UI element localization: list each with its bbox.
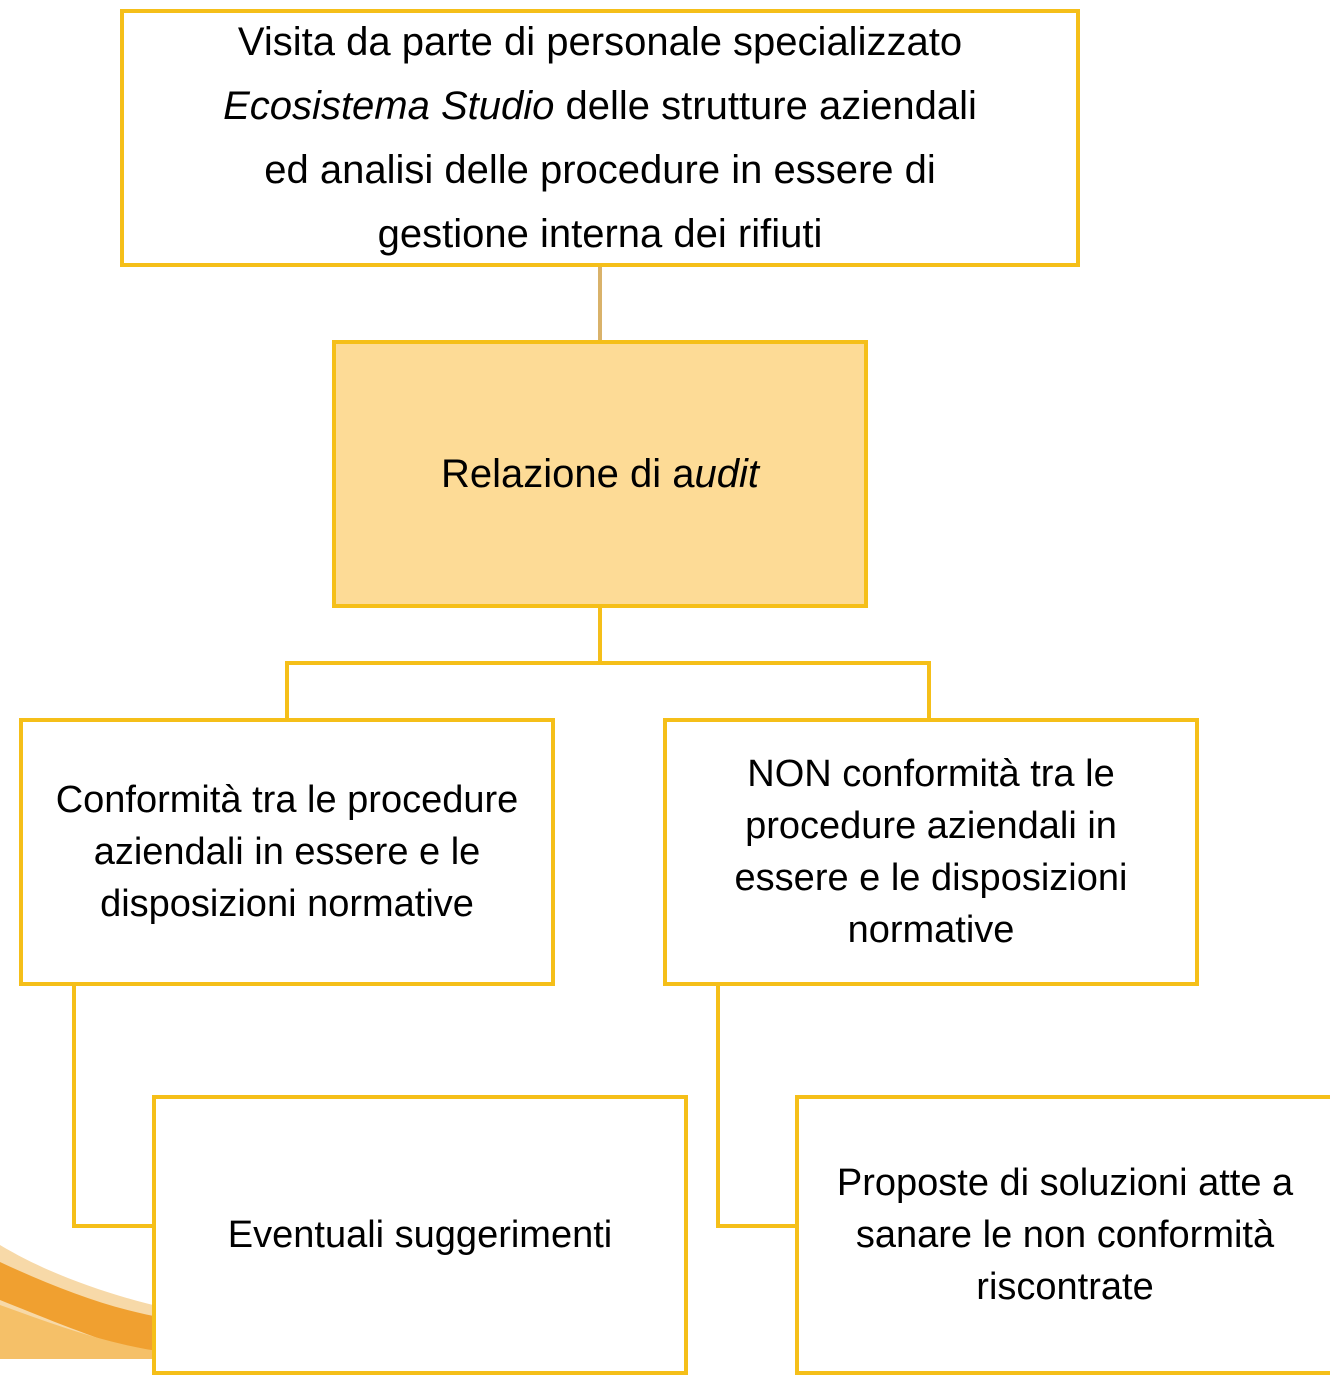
non-conformity-text: NON conformità tra le procedure aziendal… — [734, 753, 1128, 951]
connector-right-to-solutions — [716, 986, 795, 1228]
audit-report-box: Relazione di audit — [332, 340, 868, 608]
site-visit-line-2: delle strutture aziendali — [554, 84, 977, 128]
solutions-box: Proposte di soluzioni atte a sanare le n… — [795, 1095, 1330, 1375]
conformity-box: Conformità tra le procedure aziendali in… — [19, 718, 555, 986]
decorative-swoosh — [0, 1245, 165, 1359]
connector-left-to-suggestions — [72, 986, 152, 1228]
site-visit-line-1: Visita da parte di personale specializza… — [237, 20, 963, 64]
conformity-text: Conformità tra le procedure aziendali in… — [55, 779, 519, 925]
solutions-text: Proposte di soluzioni atte a sanare le n… — [836, 1162, 1294, 1308]
site-visit-line-3: ed analisi delle procedure in essere di — [264, 148, 936, 192]
company-name: Ecosistema Studio — [223, 84, 555, 128]
suggestions-text: Eventuali suggerimenti — [227, 1214, 613, 1256]
audit-report-label-italic: udit — [694, 452, 760, 496]
suggestions-box: Eventuali suggerimenti — [152, 1095, 688, 1375]
site-visit-text: Visita da parte di personale specializza… — [223, 10, 977, 266]
audit-report-text: Relazione di audit — [441, 447, 759, 501]
non-conformity-box: NON conformità tra le procedure aziendal… — [663, 718, 1199, 986]
site-visit-line-4: gestione interna dei rifiuti — [377, 212, 823, 256]
audit-report-label: Relazione di a — [441, 452, 695, 496]
site-visit-box: Visita da parte di personale specializza… — [120, 9, 1080, 267]
